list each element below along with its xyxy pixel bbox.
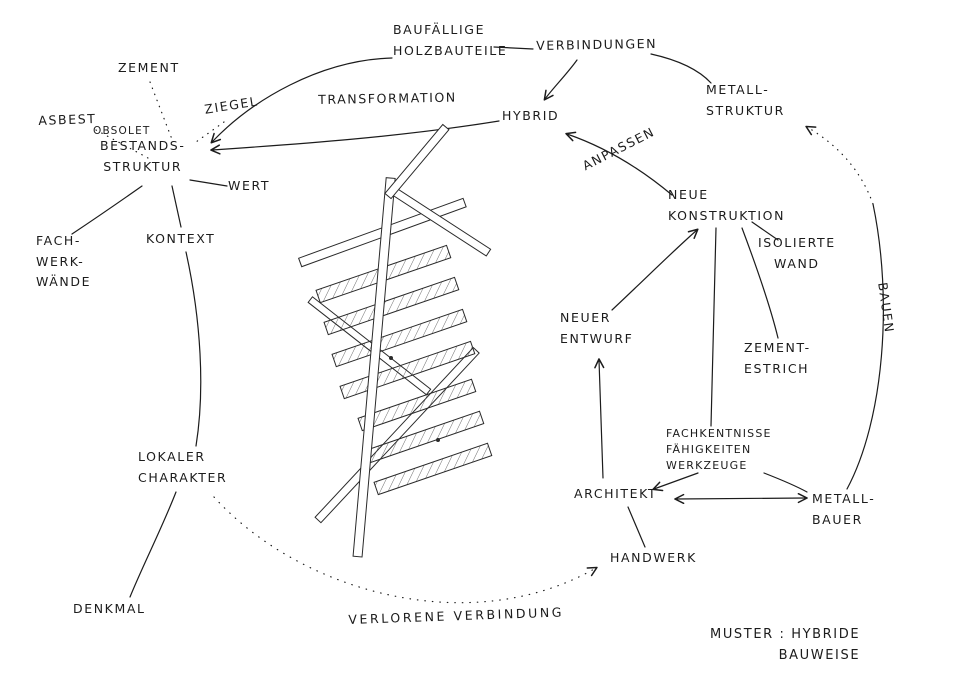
edge-fachkenntnisse-architekt bbox=[652, 472, 699, 492]
diagram-title: MUSTER : HYBRIDE BAUWEISE bbox=[710, 627, 861, 664]
node-fachwerkwaende: FACH- WERK- WÄNDE bbox=[36, 233, 92, 290]
edge-zement-bestand bbox=[149, 81, 174, 143]
node-baufaellige-holzbauteile: BAUFÄLLIGE HOLZBAUTEILE bbox=[393, 22, 508, 58]
edge-verbindungen-hybrid bbox=[543, 59, 578, 101]
edge-architekt-metallbauer bbox=[674, 492, 808, 505]
edge-architekt-entwurf bbox=[594, 358, 605, 479]
edge-bestand-kontext bbox=[171, 185, 182, 228]
edge-transformation bbox=[210, 120, 500, 155]
edge-konstruktion-isolierte bbox=[751, 221, 779, 241]
edge-kontext-lokaler bbox=[185, 251, 202, 447]
edge-holzbauteile-verbindungen bbox=[493, 46, 534, 50]
node-lokaler-charakter: LOKALER CHARAKTER bbox=[138, 449, 228, 485]
edge-bestand-wert bbox=[189, 179, 228, 187]
edge-handwerk-architekt bbox=[627, 506, 646, 548]
node-isolierte-wand: ISOLIERTE WAND bbox=[758, 235, 836, 271]
node-metall-bauer: METALL- BAUER bbox=[812, 491, 876, 527]
node-architekt: ARCHITEKT bbox=[574, 486, 658, 501]
node-hybrid: HYBRID bbox=[502, 108, 560, 123]
edge-metallbauer-bauen bbox=[846, 203, 884, 490]
edge-lokaler-denkmal bbox=[129, 491, 177, 598]
node-asbest: ASBEST bbox=[38, 110, 97, 128]
edge-bestand-fachwerk bbox=[71, 185, 143, 235]
node-kontext: KONTEXT bbox=[146, 231, 216, 246]
edge-entwurf-konstruktion bbox=[611, 228, 699, 311]
node-wert: WERT bbox=[228, 178, 271, 193]
timber-sketch bbox=[297, 123, 493, 558]
edge-bauen-metallstruktur bbox=[805, 125, 874, 205]
edge-verlorene-verbindung bbox=[213, 496, 598, 604]
node-verbindungen: VERBINDUNGEN bbox=[536, 35, 658, 53]
edge-verbindungen-metallstruktur bbox=[650, 53, 712, 84]
node-transformation: TRANSFORMATION bbox=[318, 89, 457, 107]
node-neue-konstruktion: NEUE KONSTRUKTION bbox=[668, 187, 786, 223]
edge-konstruktion-estrich bbox=[741, 227, 779, 339]
edge-holzbauteile-bestand bbox=[210, 57, 393, 144]
node-handwerk: HANDWERK bbox=[610, 550, 697, 565]
node-metall-struktur: METALL- STRUKTUR bbox=[706, 82, 785, 118]
edge-anpassen bbox=[565, 131, 673, 196]
node-obsolet: OBSOLET bbox=[93, 125, 151, 137]
node-zement: ZEMENT bbox=[118, 60, 180, 75]
node-neuer-entwurf: NEUER ENTWURF bbox=[560, 310, 634, 346]
node-zement-estrich: ZEMENT- ESTRICH bbox=[744, 340, 811, 376]
edge-fachkenntnisse-metallbauer bbox=[763, 472, 808, 493]
node-fachkenntnisse: FACHKENTNISSE FÄHIGKEITEN WERKZEUGE bbox=[666, 427, 772, 472]
edge-konstruktion-fachkenntnisse bbox=[710, 227, 717, 427]
edge-ziegel-bestand bbox=[195, 121, 225, 143]
node-bestandsstruktur: BESTANDS- STRUKTUR bbox=[100, 138, 186, 174]
node-denkmal: DENKMAL bbox=[73, 601, 146, 616]
